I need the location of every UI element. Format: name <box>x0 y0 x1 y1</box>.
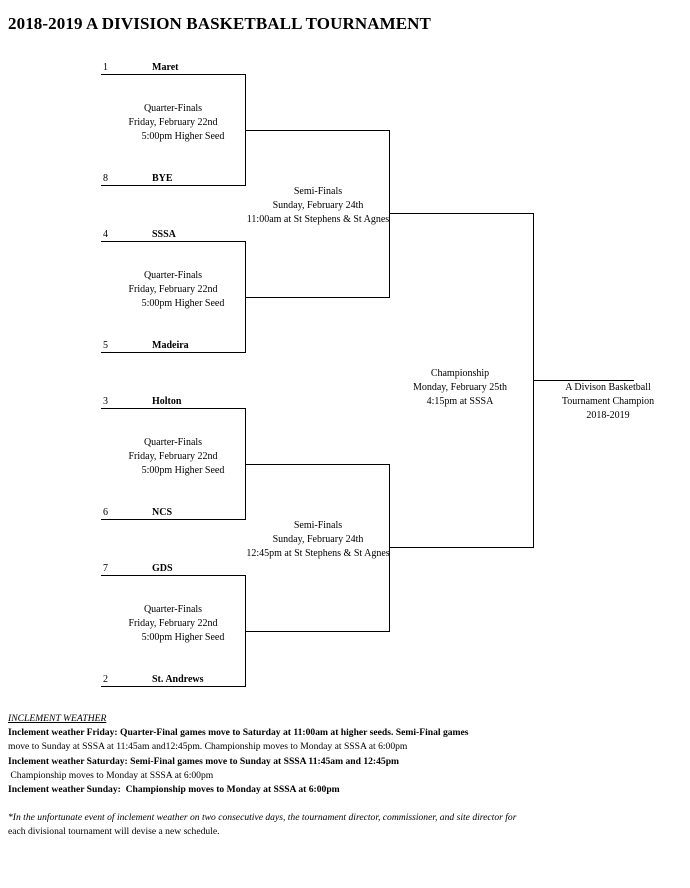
bracket-line <box>389 464 390 632</box>
bracket-line <box>389 213 534 214</box>
bracket-line <box>389 547 534 548</box>
team-name: St. Andrews <box>152 674 204 685</box>
semifinal-info: Semi-Finals Sunday, February 24th 12:45p… <box>246 520 390 559</box>
quarterfinal-info: Quarter-Finals Friday, February 22nd 5:0… <box>128 103 225 142</box>
weather-saturday-continued: Championship moves to Monday at SSSA at … <box>8 769 214 781</box>
weather-friday-continued: move to Sunday at SSSA at 11:45am and12:… <box>8 741 408 753</box>
semifinal-info: Semi-Finals Sunday, February 24th 11:00a… <box>246 186 390 225</box>
bracket-line <box>101 575 246 576</box>
bracket-line <box>245 631 390 632</box>
bracket-line <box>101 185 246 186</box>
weather-heading: INCLEMENT WEATHER <box>8 713 107 724</box>
team-seed: 5 <box>103 340 108 351</box>
bracket-line <box>245 297 390 298</box>
bracket-line <box>533 380 634 381</box>
bracket-line <box>101 408 246 409</box>
team-name: BYE <box>152 173 173 184</box>
team-name: Maret <box>152 62 179 73</box>
team-name: GDS <box>152 563 173 574</box>
championship-info: Championship Monday, February 25th 4:15p… <box>412 368 508 407</box>
team-seed: 8 <box>103 173 108 184</box>
team-name: SSSA <box>152 229 176 240</box>
bracket-line <box>101 241 246 242</box>
team-seed: 1 <box>103 62 108 73</box>
weather-friday: Inclement weather Friday: Quarter-Final … <box>8 727 469 739</box>
weather-footnote-continued: each divisional tournament will devise a… <box>8 826 220 838</box>
weather-sunday: Inclement weather Sunday: Championship m… <box>8 784 340 796</box>
bracket-line <box>389 130 390 298</box>
quarterfinal-info: Quarter-Finals Friday, February 22nd 5:0… <box>128 604 225 643</box>
bracket-line <box>101 74 246 75</box>
team-seed: 7 <box>103 563 108 574</box>
inclement-weather-notes: INCLEMENT WEATHER Inclement weather Frid… <box>8 712 678 840</box>
team-name: NCS <box>152 507 173 518</box>
quarterfinal-info: Quarter-Finals Friday, February 22nd 5:0… <box>128 437 225 476</box>
bracket-line <box>245 130 390 131</box>
team-seed: 4 <box>103 229 108 240</box>
team-name: Madeira <box>152 340 189 351</box>
weather-footnote: *In the unfortunate event of inclement w… <box>8 812 517 824</box>
weather-saturday: Inclement weather Saturday: Semi-Final g… <box>8 755 400 767</box>
page-title: 2018-2019 A DIVISION BASKETBALL TOURNAME… <box>8 14 431 33</box>
champion-label: A Divison Basketball Tournament Champion… <box>561 382 655 421</box>
team-seed: 2 <box>103 674 108 685</box>
quarterfinal-info: Quarter-Finals Friday, February 22nd 5:0… <box>128 270 225 309</box>
bracket-line <box>101 686 246 687</box>
bracket-line <box>245 464 390 465</box>
team-name: Holton <box>152 396 182 407</box>
team-seed: 6 <box>103 507 108 518</box>
team-seed: 3 <box>103 396 108 407</box>
bracket-line <box>101 352 246 353</box>
bracket-line <box>101 519 246 520</box>
